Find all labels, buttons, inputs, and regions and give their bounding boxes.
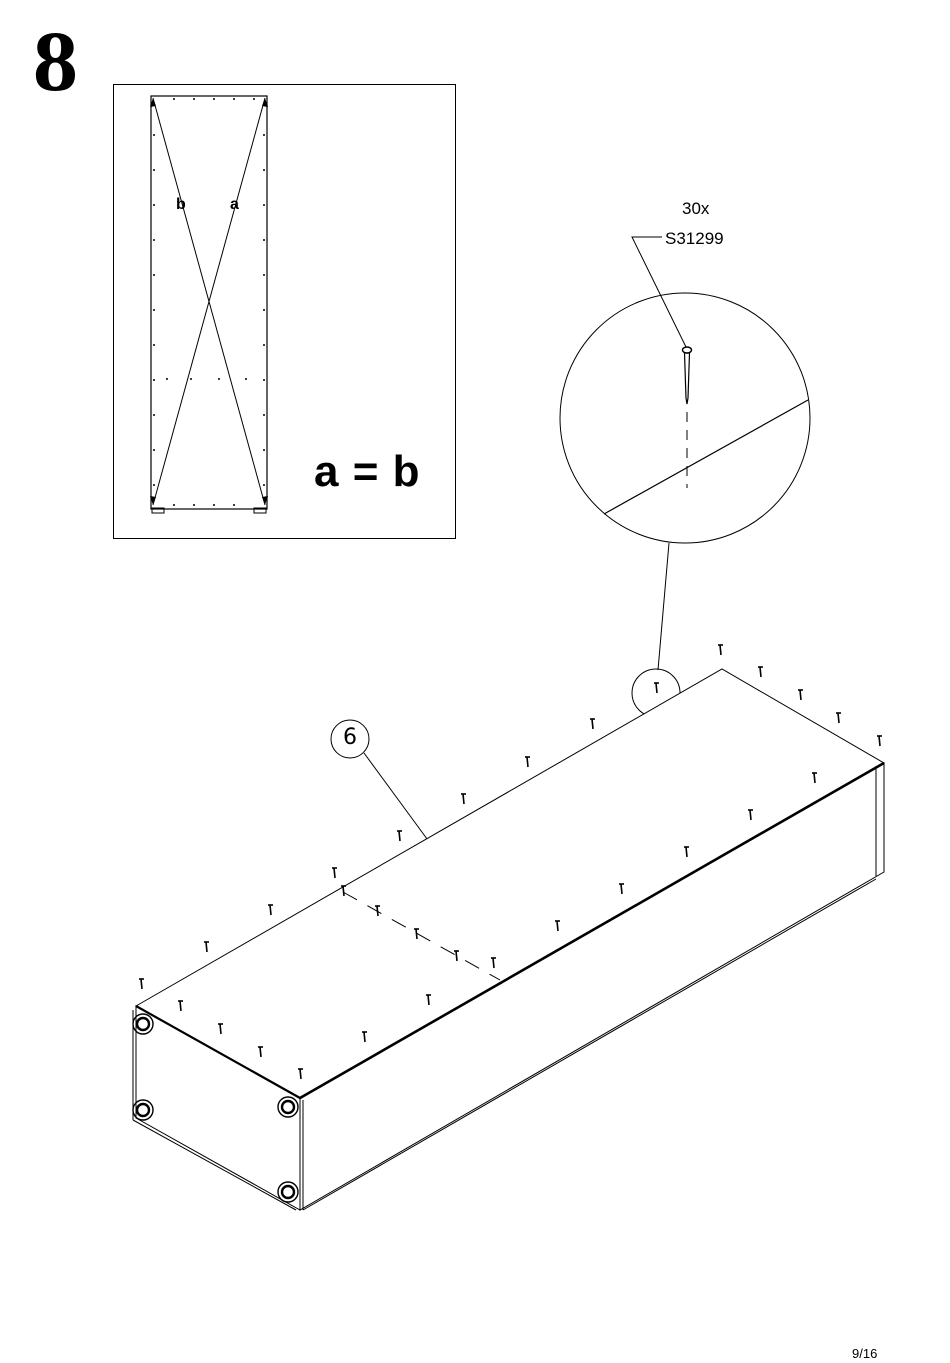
page-number: 9/16 — [852, 1346, 877, 1361]
part-number-label: 6 — [343, 725, 357, 750]
nail-icon — [683, 347, 692, 488]
detail-zoom-circle — [560, 293, 810, 670]
hardware-leader — [632, 237, 686, 347]
cabinet-carcass — [133, 669, 884, 1210]
